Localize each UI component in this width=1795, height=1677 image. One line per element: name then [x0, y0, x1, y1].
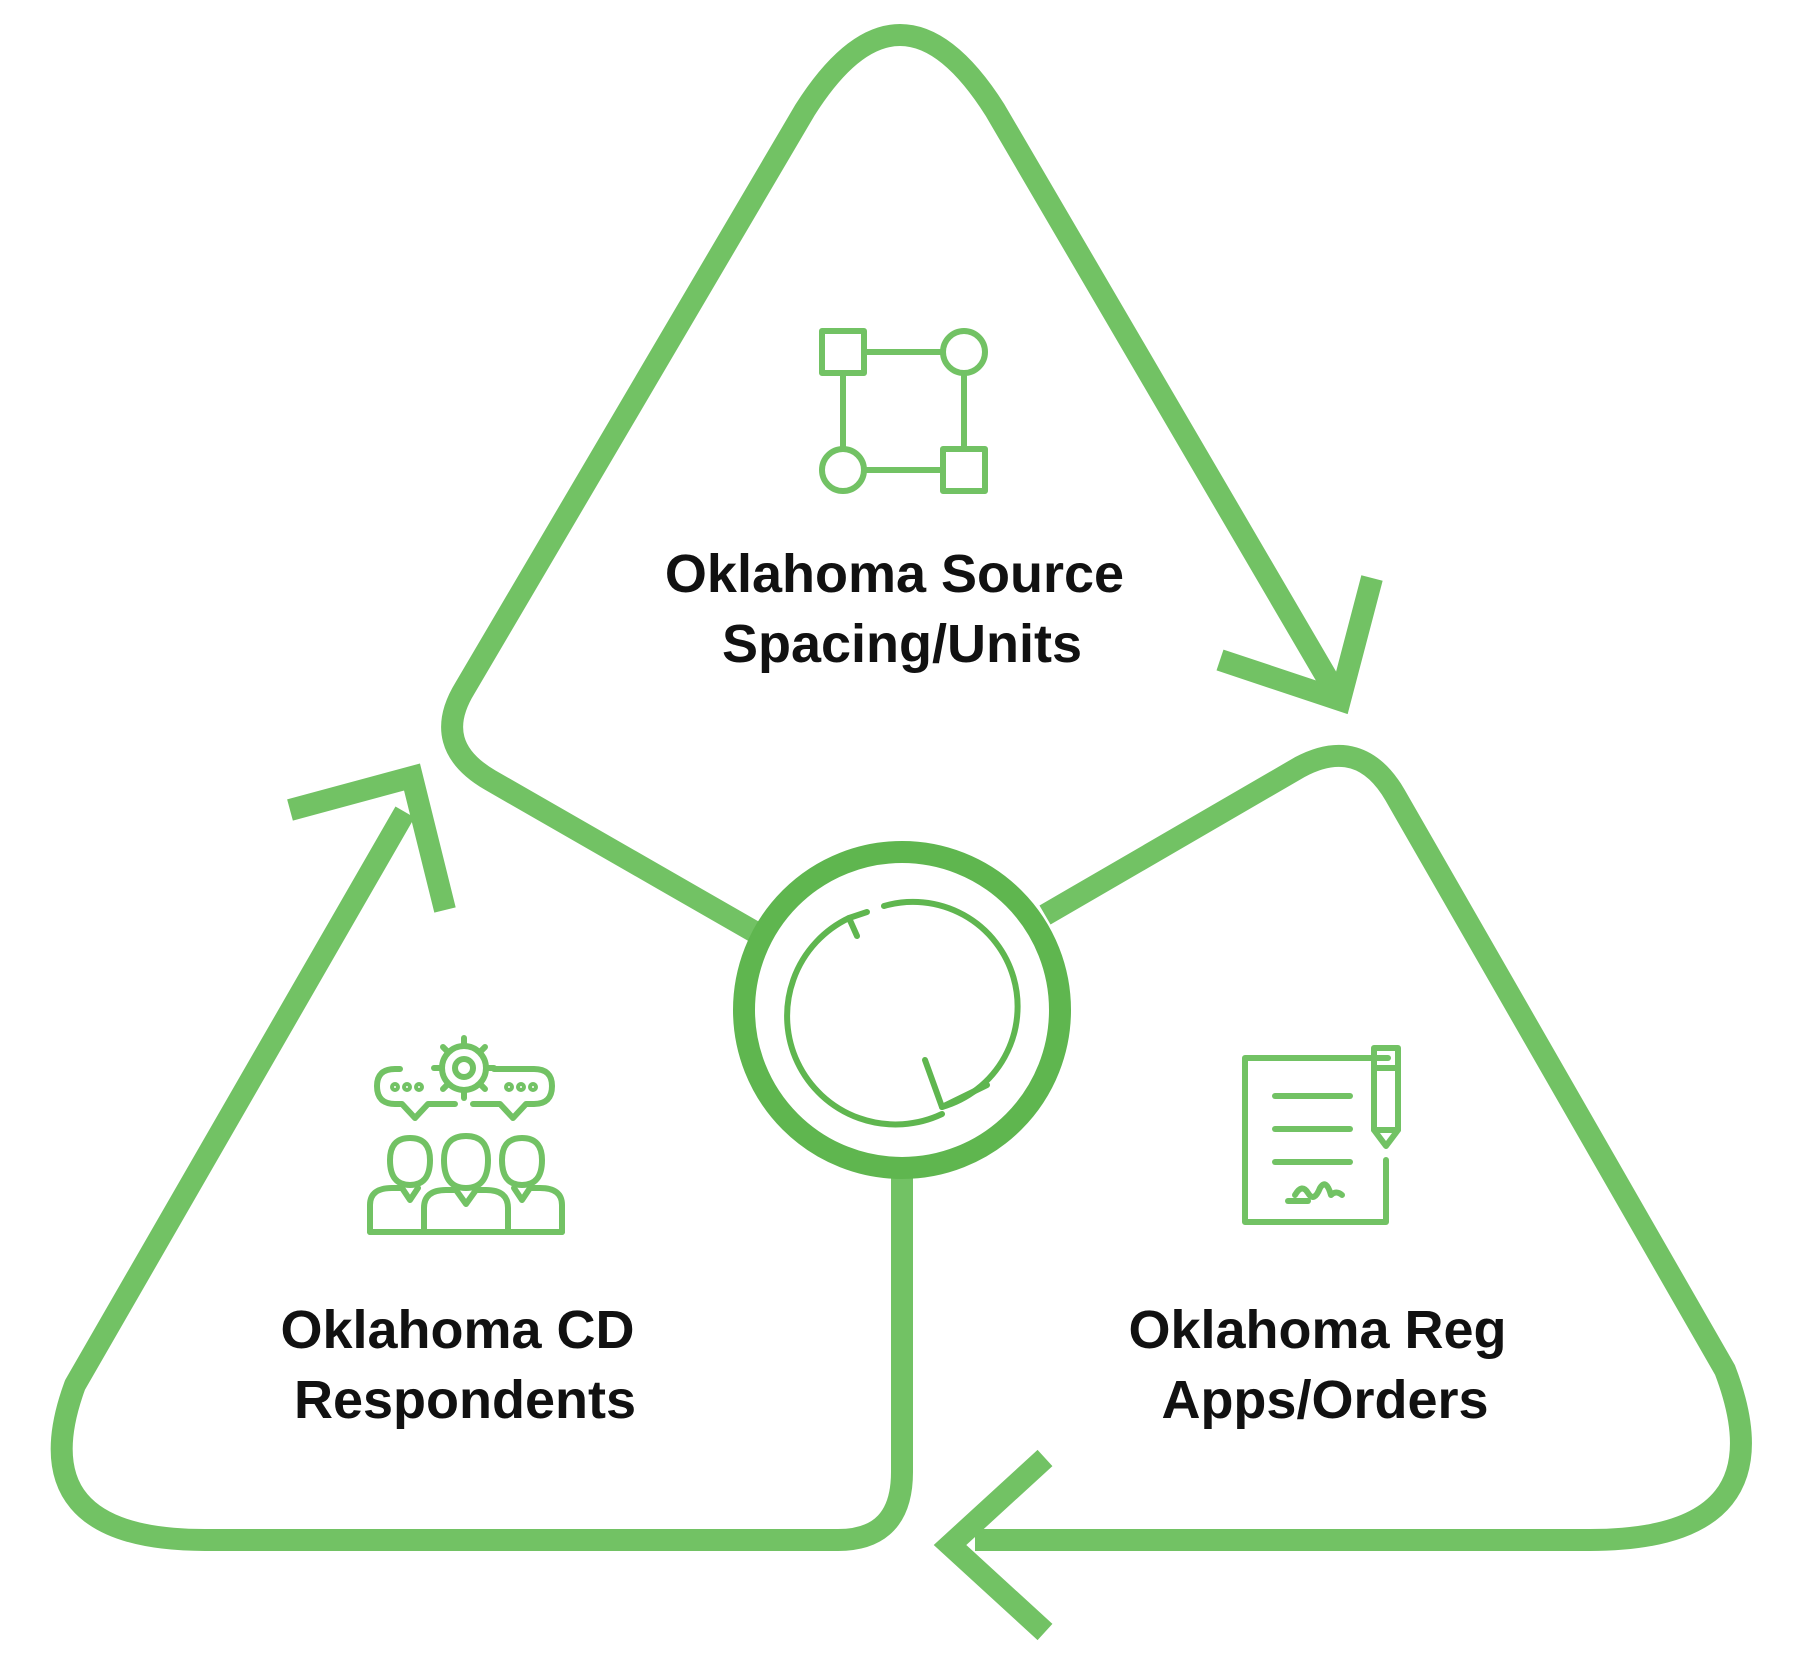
arrowhead-top-right [1216, 575, 1383, 715]
right-segment-outline [975, 744, 1752, 1551]
right-section-label: Oklahoma Reg Apps/Orders [1128, 1300, 1521, 1430]
left-label-line2: Respondents [294, 1370, 636, 1430]
top-label-line1: Oklahoma Source [665, 544, 1124, 604]
left-segment-outline [50, 806, 913, 1551]
left-section-label: Oklahoma CD Respondents [280, 1300, 649, 1430]
right-label-line1: Oklahoma Reg [1128, 1300, 1506, 1360]
hub-circle [733, 841, 1071, 1179]
top-label-line2: Spacing/Units [722, 614, 1082, 674]
network-nodes-icon [819, 328, 988, 494]
team-collaboration-icon [367, 1035, 565, 1235]
arrowhead-bottom [933, 1449, 1053, 1641]
refresh-cycle-icon [784, 898, 1021, 1128]
top-segment-outline [441, 24, 1350, 945]
left-label-line1: Oklahoma CD [280, 1300, 634, 1360]
top-section-label: Oklahoma Source Spacing/Units [665, 544, 1139, 674]
arrowhead-left [287, 763, 456, 913]
right-label-line2: Apps/Orders [1161, 1370, 1488, 1430]
signed-document-icon [1242, 1045, 1401, 1225]
